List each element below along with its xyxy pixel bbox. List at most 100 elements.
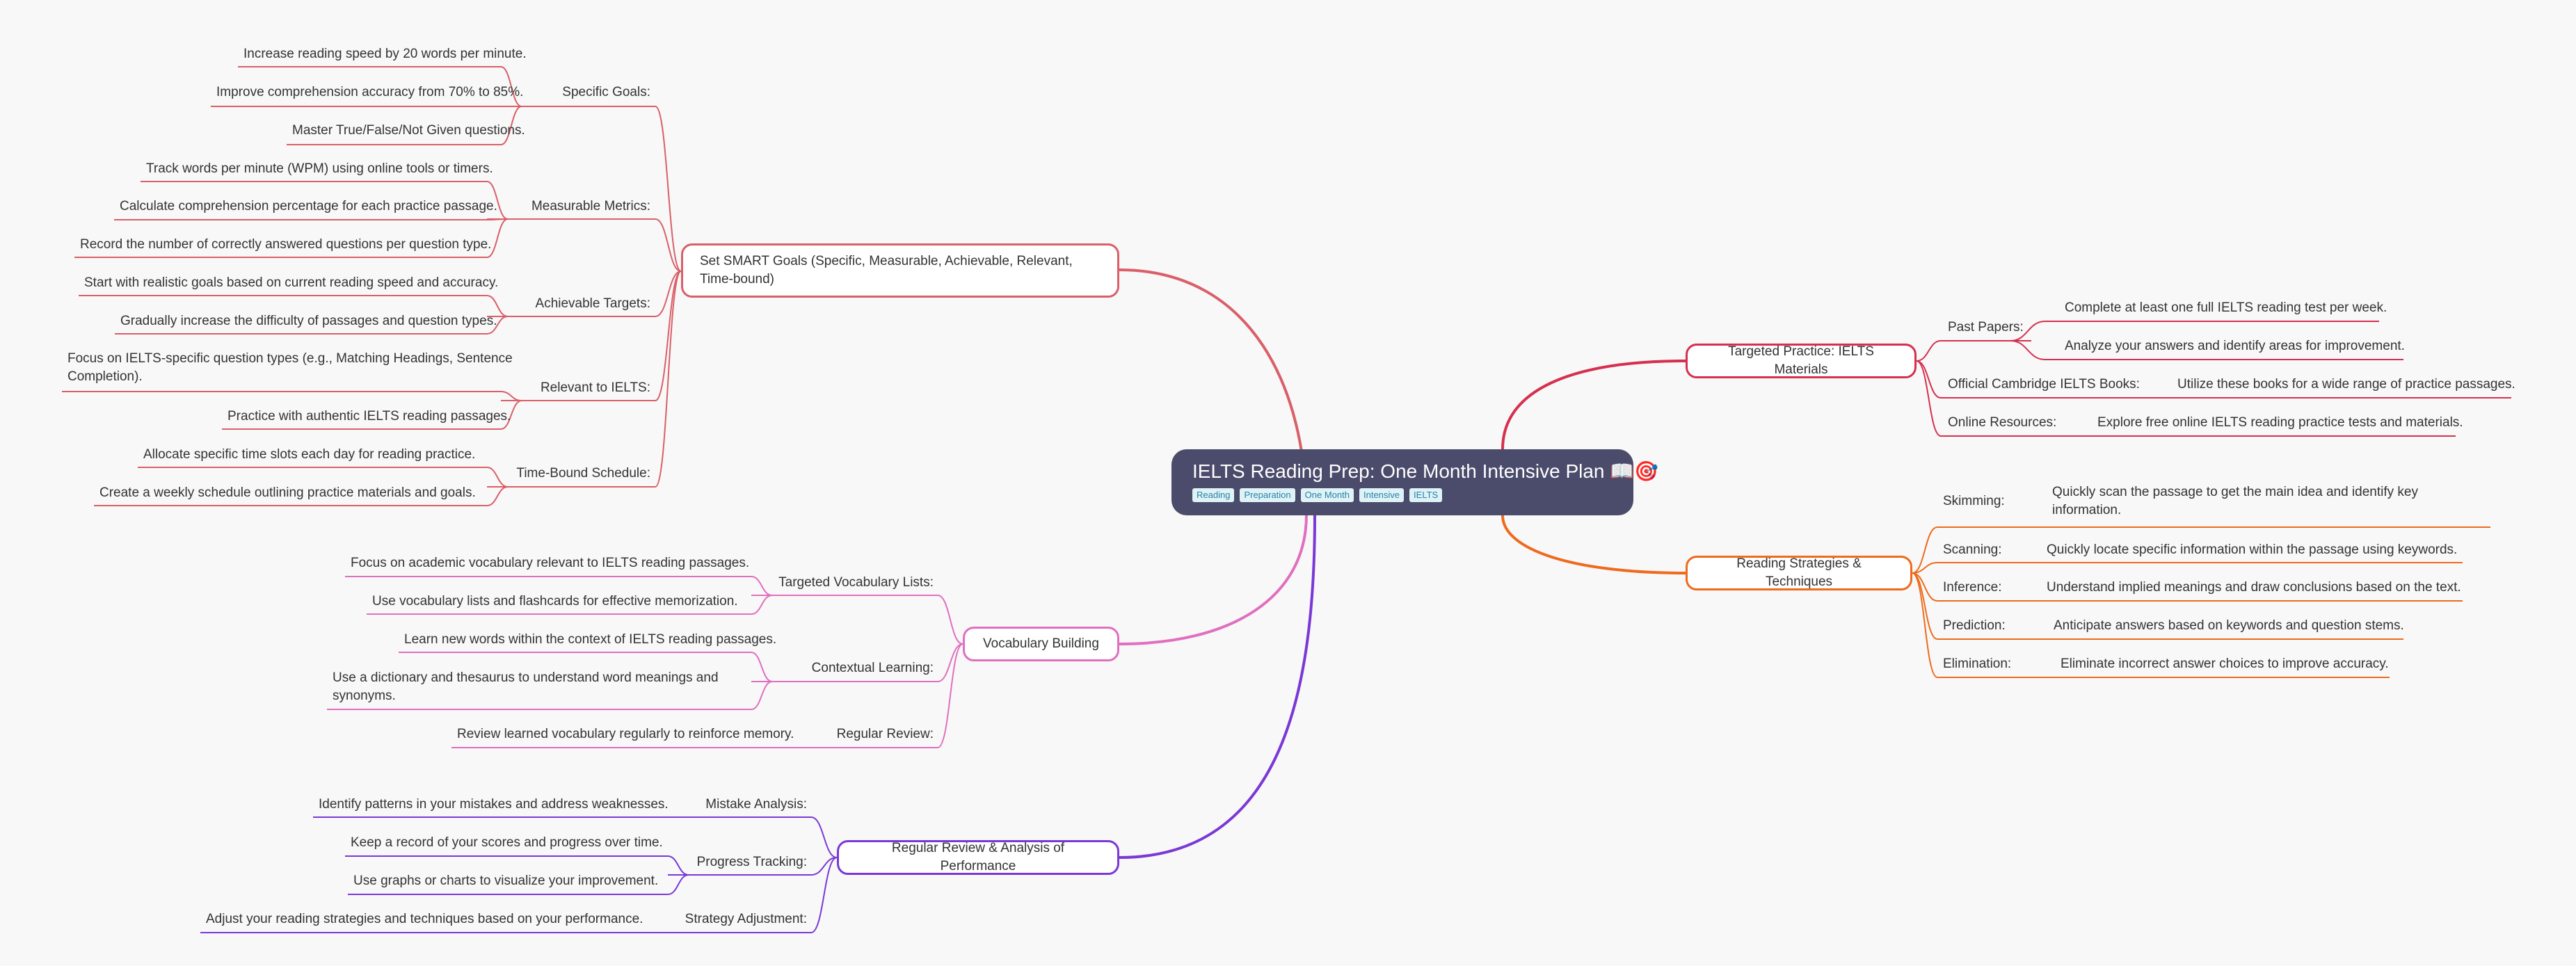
leaf-smart-9[interactable]: Focus on IELTS-specific question types (… [67, 351, 513, 384]
link-smart-sub-0 [655, 106, 682, 272]
sub-elimination[interactable]: Elimination: [1943, 657, 2012, 671]
leaf-smart-12[interactable]: Create a weekly schedule outlining pract… [99, 485, 476, 500]
link-practice-leaf-0-0 [2010, 321, 2046, 341]
link-practice-leaf-0-1 [2010, 340, 2046, 360]
leaf-perf-2[interactable]: Keep a record of your scores and progres… [351, 835, 663, 850]
leaf-smart-7[interactable]: Start with realistic goals based on curr… [84, 275, 499, 290]
branch-review-analysis-label: Regular Review & Analysis of Performance [891, 841, 1065, 874]
leaf-practice-3[interactable]: Utilize these books for a wide range of … [2177, 377, 2515, 392]
link-smart-leaf-2-0 [486, 295, 509, 317]
branch-vocabulary-building-label: Vocabulary Building [983, 636, 1099, 651]
link-practice-sub-1 [1916, 360, 1942, 399]
sub-regular-review[interactable]: Regular Review: [836, 727, 934, 741]
link-practice-sub-0 [1916, 340, 1942, 362]
tag-ielts[interactable]: IELTS [1409, 488, 1443, 502]
link-strategy-sub-4 [1912, 572, 1938, 678]
root-tags: Reading Preparation One Month Intensive … [1192, 488, 1613, 502]
leaf-vocab-1[interactable]: Focus on academic vocabulary relevant to… [351, 556, 750, 570]
sub-inference[interactable]: Inference: [1943, 580, 2002, 595]
leaf-smart-2[interactable]: Improve comprehension accuracy from 70% … [216, 85, 524, 99]
sub-targeted-vocab-lists[interactable]: Targeted Vocabulary Lists: [778, 575, 934, 590]
leaf-strategy-1[interactable]: Quickly scan the passage to get the main… [2052, 485, 2418, 517]
sub-scanning[interactable]: Scanning: [1943, 542, 2002, 557]
link-practice-sub-2 [1916, 360, 1942, 437]
leaf-vocab-5[interactable]: Review learned vocabulary regularly to r… [457, 727, 794, 741]
link-smart-leaf-3-1 [500, 400, 522, 430]
sub-cambridge-books[interactable]: Official Cambridge IELTS Books: [1948, 377, 2140, 392]
sub-time-bound[interactable]: Time-Bound Schedule: [516, 466, 650, 481]
link-perf-sub-2 [810, 857, 838, 933]
link-vocab-leaf-1-0 [751, 652, 773, 682]
leaf-perf-1[interactable]: Identify patterns in your mistakes and a… [319, 797, 669, 812]
leaf-smart-6[interactable]: Record the number of correctly answered … [80, 237, 492, 252]
link-smart-leaf-0-0 [500, 66, 522, 107]
sub-progress-tracking[interactable]: Progress Tracking: [696, 855, 807, 869]
sub-specific-goals[interactable]: Specific Goals: [562, 85, 650, 99]
root-title: IELTS Reading Prep: One Month Intensive … [1192, 460, 1658, 482]
sub-mistake-analysis[interactable]: Mistake Analysis: [705, 797, 807, 812]
sub-past-papers[interactable]: Past Papers: [1948, 320, 2024, 335]
link-vocab-sub-2 [937, 643, 963, 748]
link-vocab-sub-1 [937, 643, 963, 682]
leaf-smart-10[interactable]: Practice with authentic IELTS reading pa… [227, 409, 511, 424]
leaf-practice-1[interactable]: Complete at least one full IELTS reading… [2065, 300, 2387, 315]
leaf-practice-2[interactable]: Analyze your answers and identify areas … [2065, 339, 2405, 353]
link-vocab-leaf-1-1 [751, 681, 773, 710]
sub-measurable-metrics[interactable]: Measurable Metrics: [531, 199, 650, 214]
branch-reading-strategies[interactable]: Reading Strategies & Techniques [1686, 556, 1912, 590]
link-root-perf [1119, 514, 1316, 859]
leaf-smart-4[interactable]: Track words per minute (WPM) using onlin… [146, 161, 493, 176]
root-node[interactable]: IELTS Reading Prep: One Month Intensive … [1171, 449, 1658, 515]
branch-review-analysis[interactable]: Regular Review & Analysis of Performance [837, 840, 1119, 875]
tag-reading[interactable]: Reading [1192, 488, 1235, 502]
leaf-vocab-4[interactable]: Use a dictionary and thesaurus to unders… [333, 670, 719, 703]
leaf-practice-4[interactable]: Explore free online IELTS reading practi… [2097, 415, 2463, 430]
sub-relevant-ielts[interactable]: Relevant to IELTS: [540, 380, 650, 395]
leaf-smart-5[interactable]: Calculate comprehension percentage for e… [120, 199, 497, 214]
link-root-strategies [1501, 515, 1686, 574]
leaf-strategy-2[interactable]: Quickly locate specific information with… [2047, 542, 2458, 557]
link-perf-sub-0 [810, 816, 838, 858]
sub-online-resources[interactable]: Online Resources: [1948, 415, 2057, 430]
leaf-perf-4[interactable]: Adjust your reading strategies and techn… [206, 912, 643, 926]
leaf-perf-3[interactable]: Use graphs or charts to visualize your i… [353, 874, 659, 888]
link-vocab-leaf-0-1 [751, 595, 773, 615]
leaf-smart-3[interactable]: Master True/False/Not Given questions. [292, 123, 525, 138]
branch-targeted-practice-label: Targeted Practice: IELTS Materials [1728, 344, 1874, 377]
branch-vocabulary-building[interactable]: Vocabulary Building [963, 627, 1119, 661]
tag-preparation[interactable]: Preparation [1240, 488, 1295, 502]
sub-prediction[interactable]: Prediction: [1943, 618, 2006, 633]
branch-reading-strategies-label: Reading Strategies & Techniques [1736, 556, 1862, 589]
leaf-strategy-4[interactable]: Anticipate answers based on keywords and… [2054, 618, 2404, 633]
link-smart-sub-2 [655, 271, 682, 317]
link-smart-leaf-0-2 [500, 106, 522, 145]
leaf-smart-8[interactable]: Gradually increase the difficulty of pas… [120, 314, 497, 328]
leaf-strategy-3[interactable]: Understand implied meanings and draw con… [2047, 580, 2461, 595]
branch-smart-goals-label: Set SMART Goals (Specific, Measurable, A… [700, 254, 1073, 287]
sub-skimming[interactable]: Skimming: [1943, 494, 2005, 508]
branch-targeted-practice[interactable]: Targeted Practice: IELTS Materials [1686, 344, 1917, 378]
leaf-vocab-2[interactable]: Use vocabulary lists and flashcards for … [372, 594, 738, 609]
link-smart-sub-4 [655, 271, 682, 488]
branch-smart-goals[interactable]: Set SMART Goals (Specific, Measurable, A… [681, 243, 1119, 298]
leaf-strategy-5[interactable]: Eliminate incorrect answer choices to im… [2061, 657, 2389, 671]
link-perf-leaf-1-0 [667, 855, 689, 876]
link-perf-leaf-1-1 [667, 874, 689, 895]
link-root-vocab [1119, 514, 1308, 645]
link-smart-leaf-1-0 [486, 181, 509, 220]
link-smart-sub-1 [655, 218, 682, 272]
link-strategy-sub-0 [1912, 526, 1938, 574]
leaf-vocab-3[interactable]: Learn new words within the context of IE… [404, 632, 777, 647]
link-strategy-sub-1 [1912, 562, 1938, 574]
sub-strategy-adjustment[interactable]: Strategy Adjustment: [685, 912, 807, 926]
link-smart-leaf-1-2 [486, 218, 509, 258]
leaf-smart-11[interactable]: Allocate specific time slots each day fo… [143, 447, 476, 462]
leaf-smart-1[interactable]: Increase reading speed by 20 words per m… [243, 47, 527, 61]
tag-intensive[interactable]: Intensive [1359, 488, 1405, 502]
tag-one-month[interactable]: One Month [1300, 488, 1354, 502]
link-smart-leaf-3-0 [500, 391, 522, 401]
sub-achievable-targets[interactable]: Achievable Targets: [535, 296, 650, 311]
link-smart-leaf-2-1 [486, 316, 509, 335]
link-smart-leaf-4-0 [486, 467, 509, 488]
sub-contextual-learning[interactable]: Contextual Learning: [811, 661, 934, 675]
